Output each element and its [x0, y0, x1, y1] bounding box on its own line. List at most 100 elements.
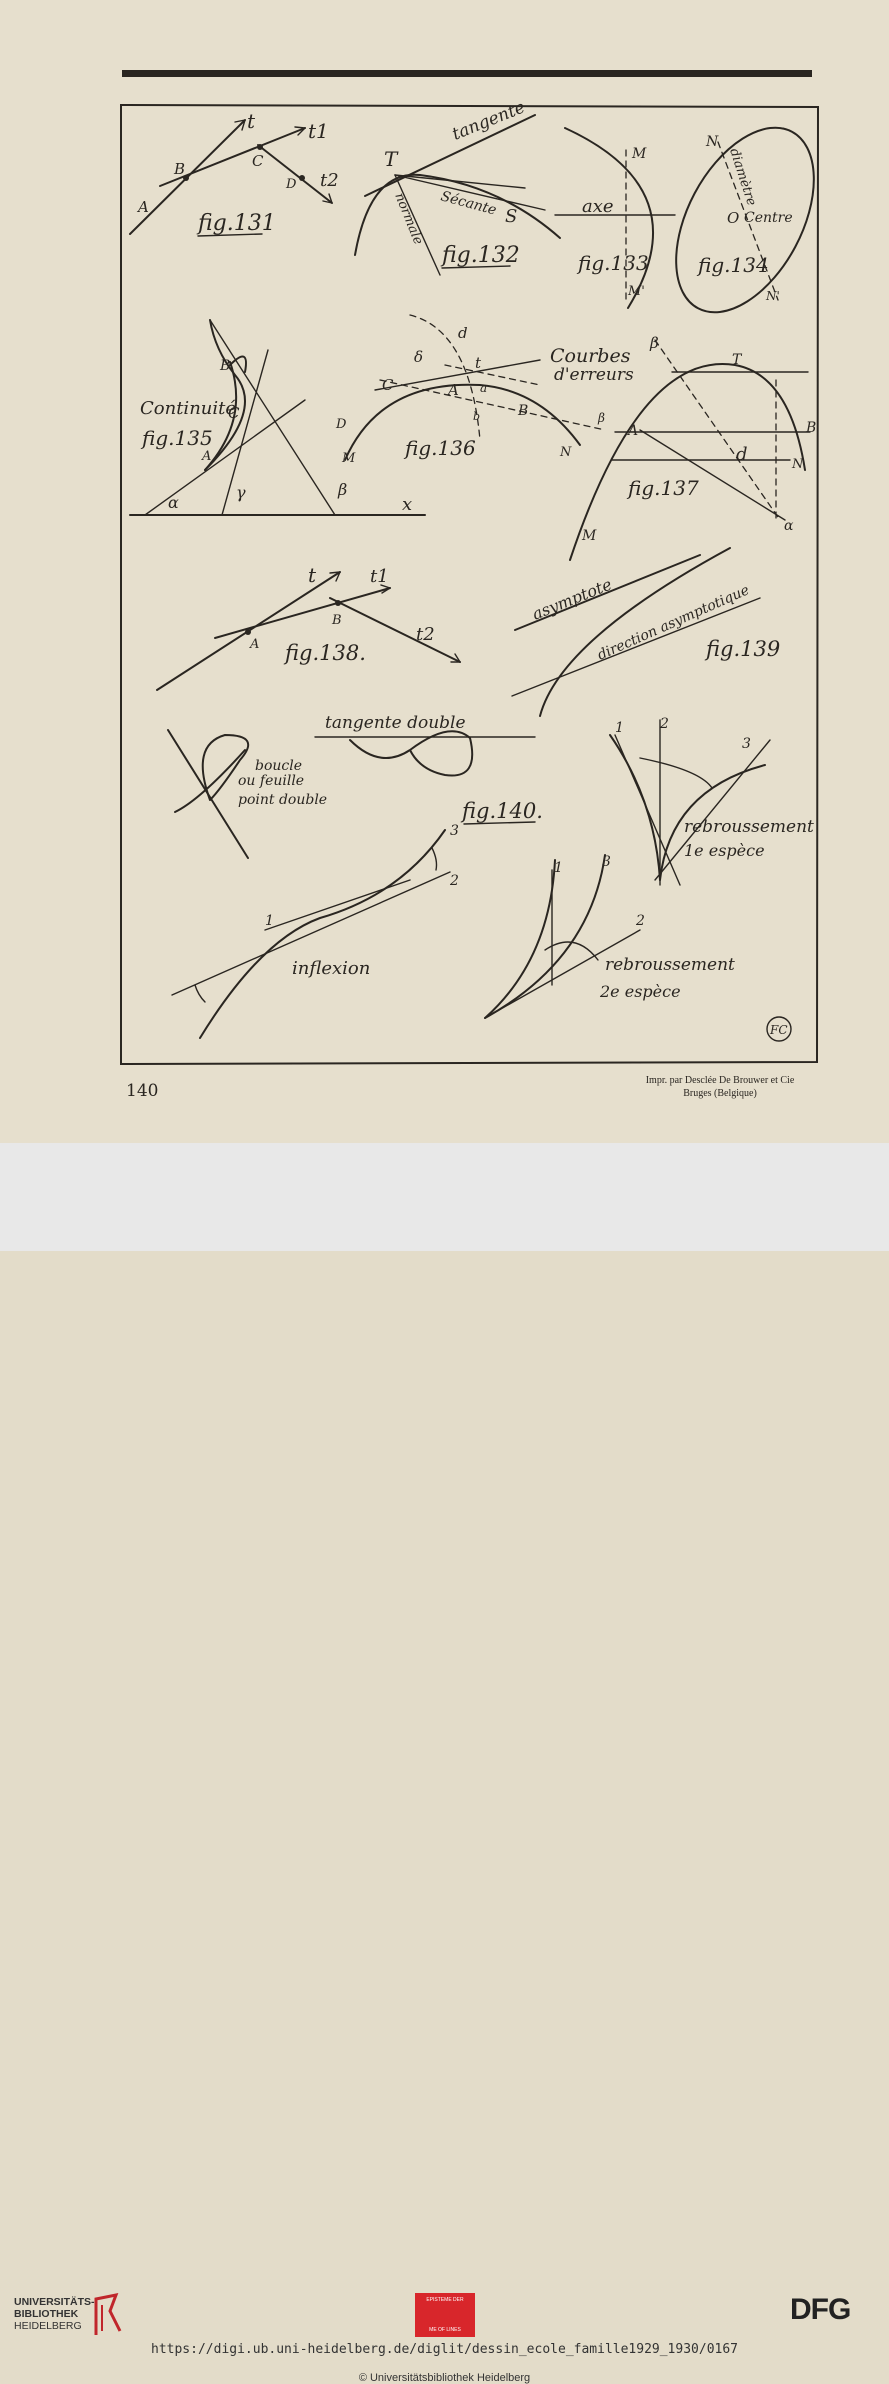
fig131-label-d: D: [285, 177, 297, 192]
fig137-caption: fig.137: [626, 476, 699, 500]
fig134-centre: Centre: [744, 210, 793, 226]
fig140-inflexion: inflexion: [292, 958, 370, 979]
fig-137: β T A B d N M α fig.137: [569, 334, 816, 561]
fig131-label-t1: t1: [308, 119, 329, 143]
fig134-label-n: N: [705, 134, 719, 150]
viewer-footer: UNIVERSITÄTS- BIBLIOTHEK HEIDELBERG EPIS…: [0, 1143, 889, 2384]
episteme-logo-top: EPISTEME DER: [426, 2297, 464, 2303]
fig134-label-o: O: [727, 209, 739, 227]
fig140-feuille: ou feuille: [238, 773, 304, 789]
fig133-caption: fig.133: [576, 251, 649, 275]
fig136-label-a-small: a: [480, 381, 487, 395]
fig133-label-m: M: [631, 146, 647, 162]
fig138-label-a: A: [249, 637, 259, 652]
ub-mark-icon: [94, 2292, 122, 2335]
fig138-label-b: B: [331, 613, 342, 628]
fig140-tangente-double: tangente double: [325, 713, 466, 733]
fig139-asymptote: asymptote: [529, 575, 614, 624]
fig138-label-t1: t1: [370, 566, 389, 587]
fig140-rebroussement-1: rebroussement: [684, 817, 814, 837]
fig139-caption: fig.139: [704, 637, 780, 661]
episteme-logo-bottom: ME OF LINES: [429, 2327, 461, 2333]
fig-132: T S tangente Sécante normale fig.132: [354, 97, 561, 276]
fig134-label-n-prime: N': [765, 289, 780, 303]
fig140-label-1: 1: [265, 913, 274, 929]
fig136-caption: fig.136: [403, 436, 476, 460]
fig136-delta: δ: [414, 348, 423, 366]
dfg-logo[interactable]: DFG: [790, 2293, 851, 2326]
fig131-label-a: A: [136, 198, 149, 216]
fig131-label-b: B: [173, 160, 185, 178]
svg-text:FC: FC: [769, 1023, 788, 1037]
ub-heidelberg-logo[interactable]: UNIVERSITÄTS- BIBLIOTHEK HEIDELBERG: [14, 2296, 95, 2332]
copyright-notice: © Universitätsbibliothek Heidelberg: [358, 2372, 531, 2384]
fig140-point-double: point double: [238, 792, 327, 808]
fig-139: asymptote direction asymptotique fig.139: [511, 547, 780, 717]
fig140-espece-2: 2e espèce: [599, 982, 681, 1001]
fig140-rebroussement-2: rebroussement: [605, 955, 735, 975]
fig135-gamma: γ: [236, 483, 246, 502]
fig131-caption: fig.131: [196, 211, 276, 236]
top-rule: [122, 70, 812, 77]
fig140-caption: fig.140.: [460, 799, 543, 823]
fig140-r1-label-3: 3: [742, 736, 751, 752]
printer-line-2: Bruges (Belgique): [683, 1088, 757, 1099]
fig135-x: x: [402, 494, 412, 515]
fig135-beta: β: [337, 480, 347, 499]
ub-line-1: UNIVERSITÄTS-: [14, 2296, 95, 2308]
fig-135: B C A α γ β x Continuité fig.135: [129, 319, 426, 516]
fig-136: d δ t C A a B D M N b β Courbes d'erreur…: [335, 314, 634, 466]
fig135-label-b: B: [219, 358, 230, 374]
fig-140: tangente double boucle ou feuille point …: [167, 713, 814, 1039]
fig140-r2-label-1: 1: [554, 860, 563, 876]
fig133-axe: axe: [582, 196, 614, 217]
fig136-label-b-small: b: [473, 410, 480, 423]
fig140-boucle: boucle: [255, 758, 302, 774]
fig136-label-c: C: [382, 376, 394, 394]
fig136-label-d: d: [458, 324, 468, 342]
drawing-plate: t t1 t2 A B C D fig.131 T S tangente Séc…: [120, 70, 820, 1066]
fig136-beta: β: [597, 411, 605, 425]
page-number: 140: [126, 1081, 159, 1101]
fig-138: t t1 t2 A B fig.138.: [156, 563, 461, 691]
fig140-r2-label-3: 3: [602, 854, 611, 870]
ub-line-2: BIBLIOTHEK: [14, 2308, 79, 2320]
ub-line-3: HEIDELBERG: [14, 2320, 82, 2332]
printer-credit: Impr. par Desclée De Brouwer et Cie Brug…: [600, 1074, 840, 1100]
fig137-label-m: M: [581, 528, 597, 544]
fig136-erreurs: d'erreurs: [554, 365, 634, 385]
fig135-label-a: A: [201, 449, 211, 464]
fig137-beta: β: [649, 334, 659, 352]
fig133-label-m-prime: M': [627, 284, 645, 299]
fig135-label-c: C: [228, 404, 240, 422]
fig-134: N N' diamètre O Centre fig.134: [675, 126, 815, 314]
fig131-label-t: t: [247, 109, 256, 133]
fig136-label-t: t: [475, 354, 482, 372]
fig137-label-a: A: [626, 423, 638, 439]
fig140-r1-label-1: 1: [615, 720, 624, 736]
plate-frame: [120, 103, 820, 1066]
fig138-caption: fig.138.: [283, 641, 366, 665]
fig140-r2-label-2: 2: [635, 913, 645, 929]
fig-133: M M' axe fig.133: [554, 127, 676, 309]
fig140-label-2: 2: [449, 873, 459, 889]
fig138-label-t2: t2: [416, 624, 435, 645]
fig137-label-n: N: [791, 457, 804, 472]
fig138-label-t: t: [308, 563, 317, 587]
page-url[interactable]: https://digi.ub.uni-heidelberg.de/diglit…: [151, 2342, 738, 2357]
fig137-alpha: α: [784, 518, 794, 534]
printer-line-1: Impr. par Desclée De Brouwer et Cie: [645, 1075, 795, 1086]
scanned-page: t t1 t2 A B C D fig.131 T S tangente Séc…: [0, 0, 889, 1143]
fig135-alpha: α: [168, 493, 179, 512]
fig137-label-t: T: [732, 352, 743, 368]
fig140-r1-label-2: 2: [659, 716, 669, 732]
episteme-logo[interactable]: EPISTEME DER ME OF LINES: [415, 2293, 475, 2337]
fig137-label-d: d: [736, 444, 748, 465]
fig-131: t t1 t2 A B C D fig.131: [129, 109, 339, 237]
fig136-label-d-upper: D: [335, 417, 347, 432]
fig136-label-a: A: [446, 381, 459, 399]
fig132-caption: fig.132: [440, 243, 520, 268]
fig132-label-s: S: [505, 206, 517, 227]
fig134-caption: fig.134: [696, 253, 769, 277]
fig132-normale: normale: [391, 191, 425, 247]
